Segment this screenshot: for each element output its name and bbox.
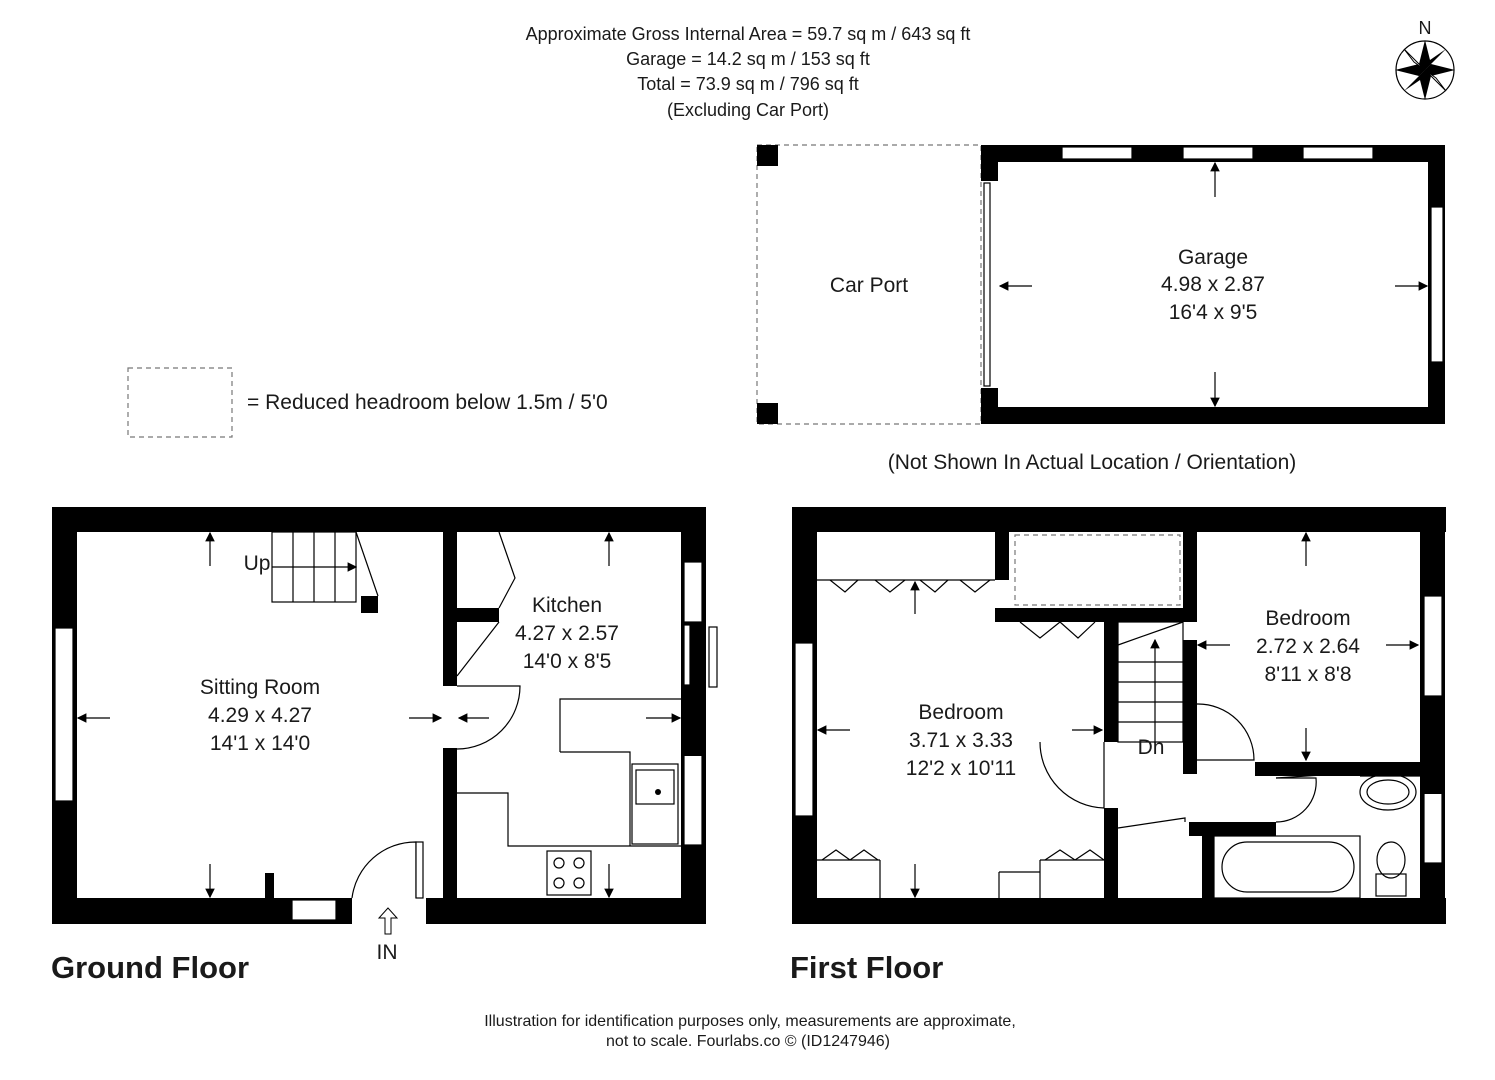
kitchen-worktops: [457, 698, 681, 896]
first-floor-title: First Floor: [790, 950, 943, 985]
ground-floor-windows: [54, 561, 718, 921]
header-line-2: Garage = 14.2 sq m / 153 sq ft: [626, 49, 870, 69]
bedroom-second-metric: 2.72 x 2.64: [1256, 635, 1360, 658]
sitting-room-name: Sitting Room: [200, 676, 320, 699]
bedroom-main-name: Bedroom: [918, 701, 1003, 724]
bedroom-second-imperial: 8'11 x 8'8: [1264, 663, 1351, 686]
entrance-arrow-icon: [377, 907, 399, 935]
entrance-label: IN: [377, 941, 398, 964]
header-line-3: Total = 73.9 sq m / 796 sq ft: [637, 74, 859, 94]
sitting-room-metric: 4.29 x 4.27: [208, 704, 312, 727]
kitchen-imperial: 14'0 x 8'5: [523, 650, 612, 673]
first-stairs-label: Dn: [1138, 736, 1165, 759]
header-line-4: (Excluding Car Port): [667, 100, 829, 120]
wardrobes: [817, 579, 1105, 898]
reduced-headroom-area: [1014, 534, 1181, 606]
footer-line-2: not to scale. Fourlabs.co © (ID1247946): [606, 1033, 890, 1050]
reduced-headroom-legend-box: [127, 367, 233, 438]
first-floor-stairs: [1117, 621, 1184, 743]
bedroom-main-metric: 3.71 x 3.33: [909, 729, 1013, 752]
first-floor-doors: [1039, 703, 1323, 829]
garage-imperial: 16'4 x 9'5: [1169, 301, 1258, 324]
kitchen-metric: 4.27 x 2.57: [515, 622, 619, 645]
sitting-room-imperial: 14'1 x 14'0: [210, 732, 310, 755]
bedroom-second-name: Bedroom: [1265, 607, 1350, 630]
header-line-1: Approximate Gross Internal Area = 59.7 s…: [526, 24, 971, 44]
first-floor-windows: [794, 595, 1445, 864]
car-port-label: Car Port: [830, 274, 908, 297]
footer-line-1: Illustration for identification purposes…: [484, 1013, 1016, 1030]
ground-floor-doors: [351, 531, 521, 899]
bathroom-fittings: [1213, 773, 1420, 899]
garage-outline: [756, 144, 1445, 425]
ground-stairs-label: Up: [244, 552, 271, 575]
ground-floor-title: Ground Floor: [51, 950, 249, 985]
kitchen-name: Kitchen: [532, 594, 602, 617]
ground-floor-walls: [52, 507, 706, 924]
ground-floor-stairs: [271, 531, 379, 603]
garage-note: (Not Shown In Actual Location / Orientat…: [888, 451, 1297, 474]
garage-metric: 4.98 x 2.87: [1161, 273, 1265, 296]
bedroom-main-imperial: 12'2 x 10'11: [906, 757, 1016, 780]
garage-name: Garage: [1178, 246, 1248, 269]
first-floor-walls: [792, 507, 1446, 924]
compass-north-label: N: [1419, 18, 1432, 38]
legend-text: = Reduced headroom below 1.5m / 5'0: [247, 391, 608, 414]
compass-rose-icon: [1395, 40, 1455, 100]
